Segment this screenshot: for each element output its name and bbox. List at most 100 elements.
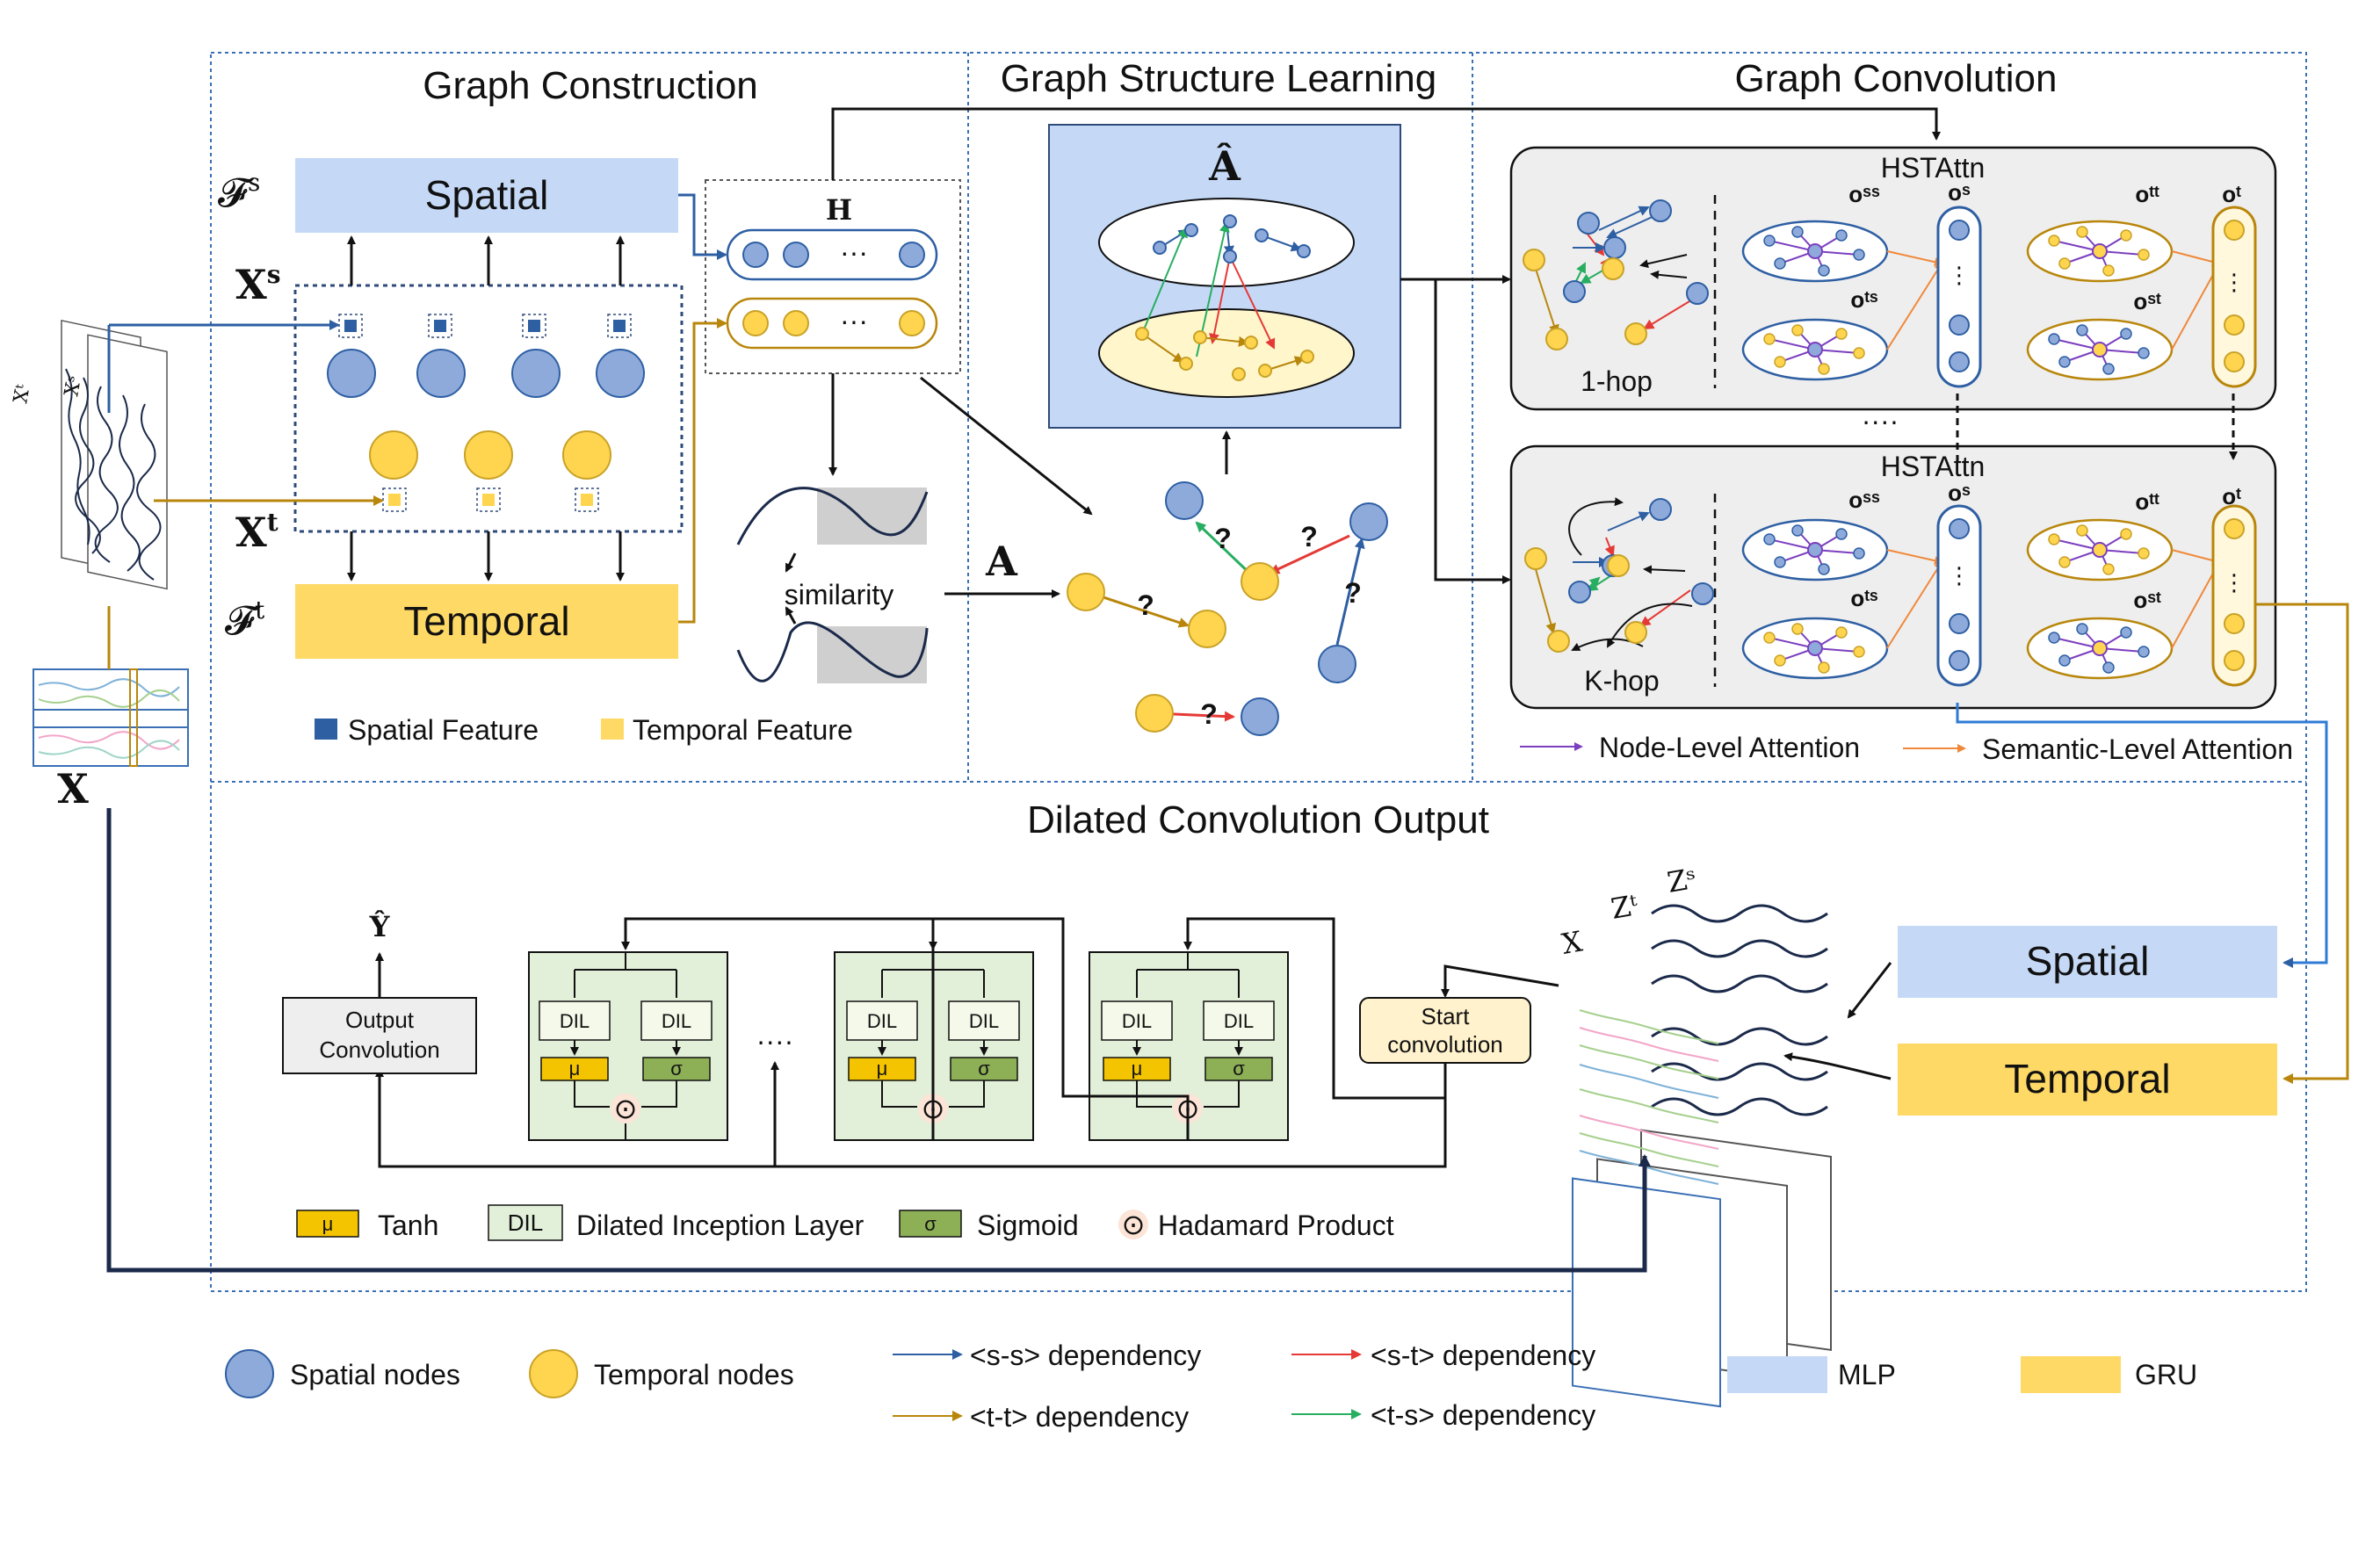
o-ts-label-2: oᵗˢ: [1850, 585, 1878, 611]
a-hat-temporal-nodes: [1135, 327, 1314, 381]
a-hat-label: Â: [1208, 141, 1241, 190]
legend-temporal-feature-swatch: [601, 719, 624, 740]
output-stack: [1572, 904, 1832, 1408]
temporal-gru-box: [295, 584, 678, 659]
o-st-label-2: oˢᵗ: [2133, 587, 2161, 613]
legend-dil: Dilated Inception Layer: [576, 1210, 864, 1241]
h-label: H: [826, 193, 852, 227]
graph-convolution-title: Graph Convolution: [1735, 57, 2058, 100]
hstattn-semantic-labels: oˢˢ oᵗˢ oˢ oᵗᵗ oˢᵗ oᵗ oˢˢ oᵗˢ oˢ oᵗᵗ oˢᵗ…: [1848, 179, 2241, 613]
o-st-label-1: oˢᵗ: [2133, 288, 2161, 314]
legend-spatial-feature: Spatial Feature: [348, 714, 539, 746]
o-ss-label-2: oˢˢ: [1848, 487, 1880, 513]
candidate-temporal-nodes: [1067, 562, 1279, 733]
output-convolution-box: [282, 997, 477, 1074]
k-hop-label: K-hop: [1584, 665, 1659, 697]
o-tt-label-1: oᵗᵗ: [2135, 181, 2159, 207]
attention-ellipse: [1741, 262, 1943, 381]
legend-ts: <t-s> dependency: [1371, 1399, 1595, 1431]
legend-dil-swatch-label: DIL: [508, 1210, 543, 1236]
h-spatial-row: [726, 228, 938, 281]
hstattn-attention-ellipses: [1741, 206, 2257, 687]
x-s-label: Xs: [235, 260, 280, 308]
h-temporal-row: [726, 297, 938, 350]
legend-temporal-node-icon: [529, 1349, 578, 1398]
output-temporal-box: [1898, 1044, 2277, 1116]
a-hat-temporal-layer: [1098, 308, 1355, 398]
o-ts-label-1: oᵗˢ: [1850, 286, 1878, 313]
svg-text:DIL: DIL: [969, 1010, 999, 1032]
h-temporal-nodes: [742, 310, 925, 336]
x-bypass-line: [106, 808, 1651, 1273]
node-level-legend: Node-Level Attention: [1599, 732, 1860, 763]
input-stack: Xᵗ Xˢ: [10, 319, 168, 590]
o-tt-label-2: oᵗᵗ: [2135, 488, 2159, 515]
attention-ellipse: [2026, 518, 2221, 581]
svg-text:DIL: DIL: [867, 1010, 897, 1032]
a-hat-to-conv-arrow-2: [1434, 279, 1511, 584]
attention-ellipse: [2026, 262, 2220, 381]
similarity-arrow-up: [785, 606, 797, 625]
input-x-label: X: [57, 765, 89, 812]
attention-ellipse: [1741, 518, 1943, 581]
temporal-nodes: [369, 430, 611, 480]
spatial-feature-cells: [338, 314, 632, 338]
output-convolution-label-1: Output: [345, 1007, 415, 1033]
question-mark-ss: ?: [1344, 577, 1362, 609]
h-spatial-dots: ···: [840, 236, 868, 268]
top-feedback-arrow: [831, 107, 1941, 180]
spatial-to-h-arrow: [678, 193, 727, 260]
output-convolution-label-2: Convolution: [319, 1036, 439, 1063]
a-hat-spatial-layer: [1098, 198, 1355, 287]
legend-tanh-swatch: [296, 1210, 359, 1238]
temporal-to-h-arrow: [678, 318, 727, 624]
hstattn-2-title: HSTAttn: [1881, 451, 1986, 482]
graph-construction-title: Graph Construction: [423, 64, 758, 107]
semantic-stack: [1936, 504, 1982, 687]
candidate-spatial-nodes: [1165, 481, 1388, 736]
svg-text:DIL: DIL: [1122, 1010, 1152, 1032]
stack-to-start-arrow: [1441, 964, 1559, 998]
between-hop-dots: ····: [1862, 405, 1899, 437]
attention-ellipse: [2026, 220, 2221, 283]
legend-spatial-feature-swatch: [315, 719, 337, 740]
candidate-question-marks: ? ? ? ? ?: [1137, 521, 1362, 730]
similarity-curve-2: [736, 621, 929, 682]
start-convolution-label-2: convolution: [1387, 1031, 1503, 1058]
legend-hadamard-symbol: ⊙: [1122, 1209, 1146, 1240]
input-wave-5: [136, 403, 162, 581]
input-wave-4: [119, 394, 141, 572]
ot-to-temporal-arrow: [2254, 603, 2349, 1084]
legend-temporal-nodes: Temporal nodes: [594, 1359, 794, 1390]
o-s-label-2: oˢ: [1948, 480, 1971, 506]
f-t-label: 𝓕t: [225, 596, 265, 644]
question-mark-tt: ?: [1137, 589, 1154, 621]
svg-text:μ: μ: [569, 1058, 581, 1080]
x-stack-waves: [1579, 1009, 1719, 1167]
construction-arrows: [347, 235, 625, 581]
input-wave-3: [94, 386, 119, 563]
ot-vdots-1: ⋮: [2223, 269, 2246, 295]
hstattn-block-1: HSTAttn 1-hop: [1509, 146, 2277, 411]
legend-mlp: MLP: [1838, 1359, 1896, 1390]
spatial-mlp-box: [295, 158, 678, 233]
y-hat-label: Ŷ: [369, 910, 391, 943]
section-frames: [210, 52, 2307, 1292]
question-mark-st: ?: [1300, 521, 1318, 552]
output-spatial-label: Spatial: [2026, 938, 2150, 984]
legend-spatial-nodes: Spatial nodes: [290, 1359, 460, 1390]
input-wave-2: [75, 377, 101, 554]
x-t-label: Xt: [235, 508, 279, 556]
legend-spatial-node-icon: [225, 1349, 274, 1398]
ot-vdots-2: ⋮: [2223, 569, 2246, 596]
semantic-stack: [1936, 206, 1982, 388]
legend-sigmoid: Sigmoid: [977, 1210, 1079, 1241]
semantic-stack: [2211, 504, 2257, 687]
spatial-nodes: [327, 349, 645, 398]
legend-dil-swatch: [488, 1204, 563, 1241]
legend-tanh: Tanh: [378, 1210, 438, 1241]
svg-text:σ: σ: [670, 1058, 683, 1080]
legend-hadamard-symbol-bg: [1118, 1210, 1148, 1239]
